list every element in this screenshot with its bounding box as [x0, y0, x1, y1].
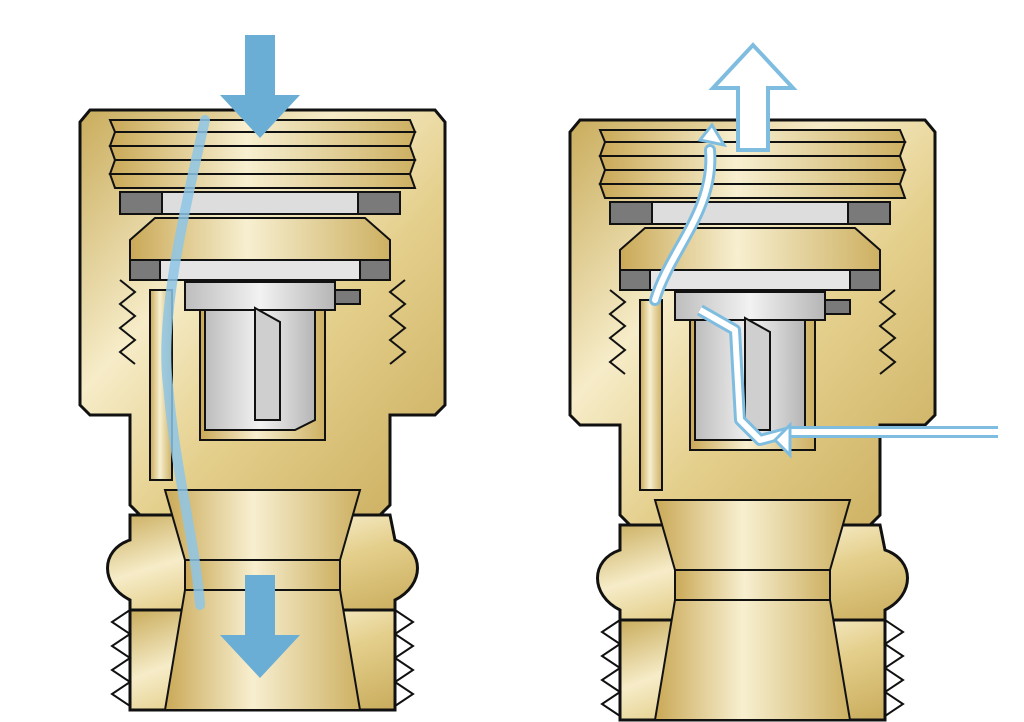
up-arrow-icon: [708, 42, 798, 152]
valve-right: [568, 118, 937, 722]
flow-path-icon: [161, 115, 210, 610]
down-arrow-icon: [220, 35, 300, 678]
flow-path-icon: [649, 122, 998, 459]
